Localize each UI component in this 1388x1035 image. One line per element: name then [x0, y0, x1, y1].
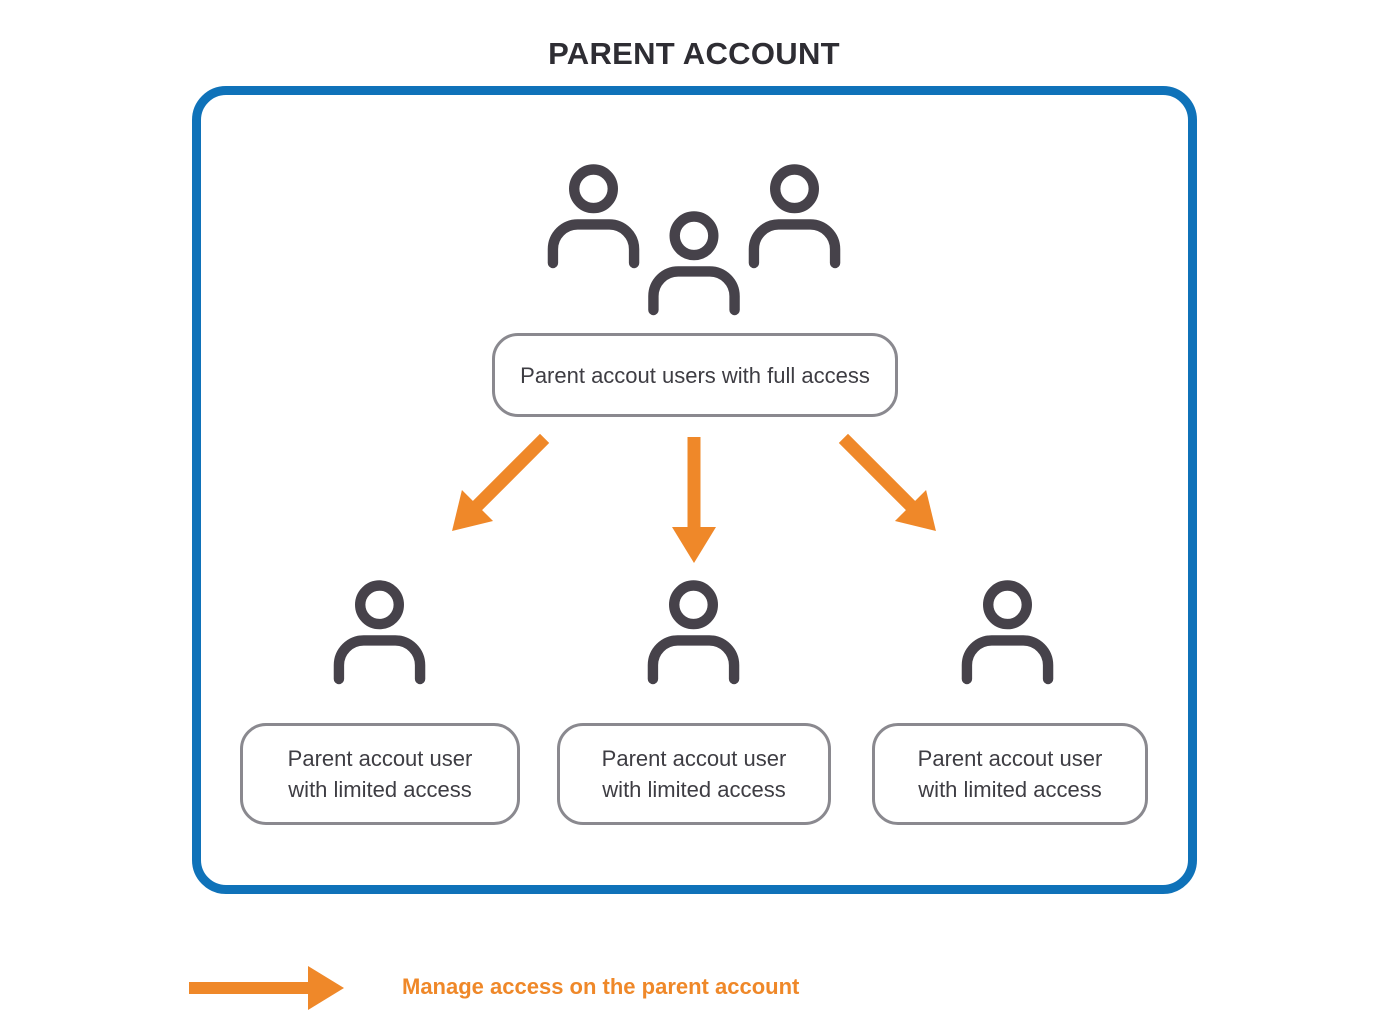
users-group-icon: [544, 158, 844, 320]
diagram-title: PARENT ACCOUNT: [548, 36, 840, 71]
limited-access-label-line1: Parent accout user: [917, 746, 1103, 771]
limited-access-label-line2: with limited access: [918, 777, 1102, 802]
limited-access-label-line1: Parent accout user: [601, 746, 787, 771]
arrow-down-right-icon: [838, 433, 936, 531]
limited-access-node: Parent accout user with limited access: [872, 723, 1148, 825]
arrow-down-icon: [672, 437, 716, 563]
limited-access-node: Parent accout user with limited access: [240, 723, 520, 825]
arrow-right-icon: [189, 966, 344, 1010]
user-icon: [960, 580, 1055, 685]
limited-access-label-line2: with limited access: [288, 777, 472, 802]
full-access-node: Parent accout users with full access: [492, 333, 898, 417]
limited-access-label-line2: with limited access: [602, 777, 786, 802]
legend-label: Manage access on the parent account: [402, 974, 800, 999]
user-icon: [646, 580, 741, 685]
full-access-label: Parent accout users with full access: [520, 362, 870, 388]
arrow-down-left-icon: [452, 433, 550, 531]
user-icon: [332, 580, 427, 685]
limited-access-label-line1: Parent accout user: [287, 746, 473, 771]
limited-access-node: Parent accout user with limited access: [557, 723, 831, 825]
